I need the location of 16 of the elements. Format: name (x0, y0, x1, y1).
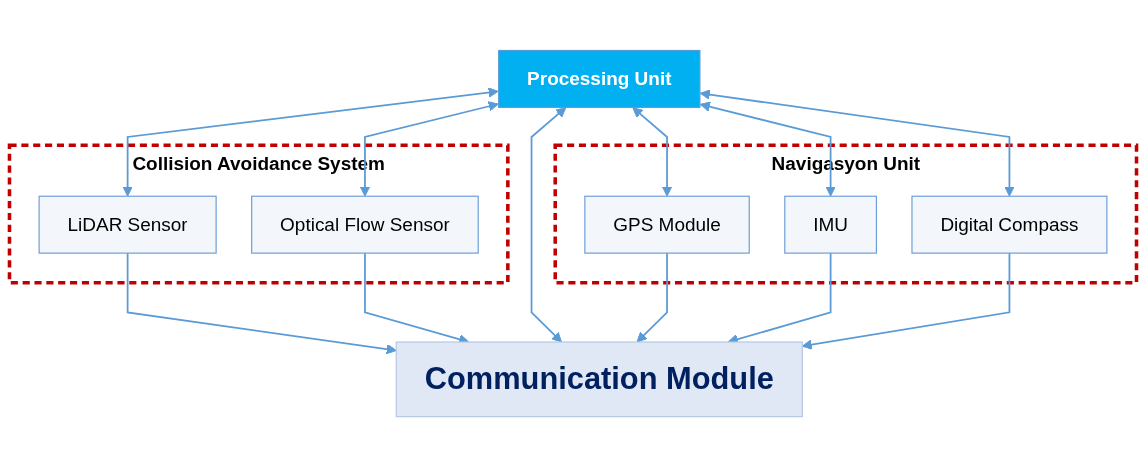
arrow (636, 252, 668, 343)
arrow (632, 107, 673, 197)
node-box: Digital Compass (911, 195, 1108, 254)
node-box: Optical Flow Sensor (251, 195, 479, 254)
arrow (530, 107, 567, 343)
arrow (126, 252, 397, 355)
node-box: GPS Module (584, 195, 750, 254)
arrow (359, 101, 499, 197)
arrow (122, 87, 499, 197)
arrow (699, 89, 1015, 197)
arrow (801, 252, 1011, 350)
arrow (699, 101, 836, 197)
node-box: Processing Unit (498, 49, 701, 108)
node-box: IMU (784, 195, 877, 254)
node-box: Communication Module (395, 341, 803, 418)
node-box: LiDAR Sensor (38, 195, 217, 254)
